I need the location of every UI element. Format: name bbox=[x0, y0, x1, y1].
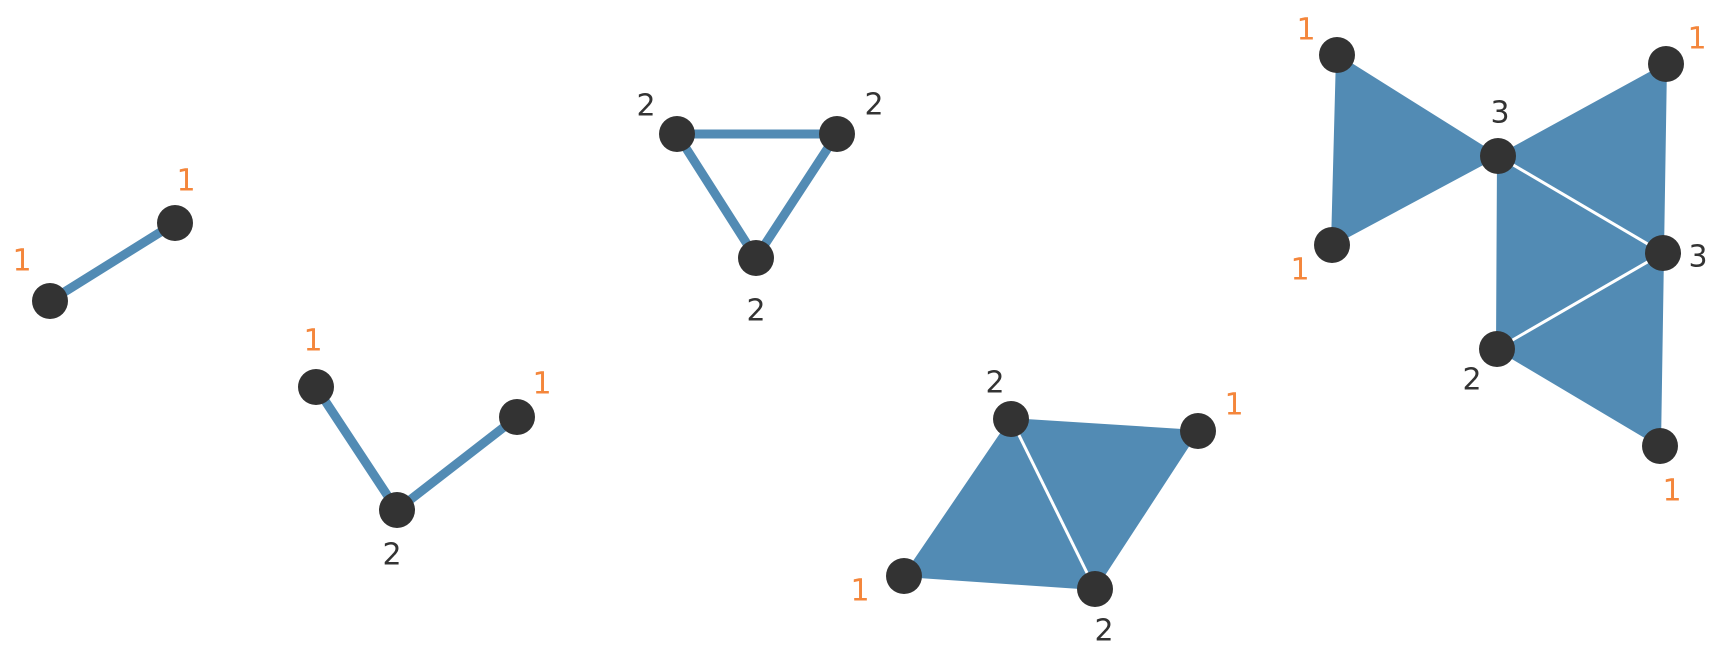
triangle-outline-node-a bbox=[659, 116, 695, 152]
two-triangles-node-a bbox=[993, 401, 1029, 437]
edges-layer bbox=[45, 129, 1664, 590]
two-triangles-node-d bbox=[1077, 571, 1113, 607]
four-triangles-node-a-degree-label: 1 bbox=[1296, 13, 1315, 48]
path-three-node-b bbox=[379, 492, 415, 528]
single-edge-node-b bbox=[157, 205, 193, 241]
four-triangles-node-d bbox=[1480, 138, 1516, 174]
path-three-node-b-degree-label: 2 bbox=[382, 538, 401, 573]
triangle-outline-node-a-degree-label: 2 bbox=[636, 89, 655, 124]
faces-layer bbox=[903, 54, 1667, 590]
path-three-edge-1 bbox=[392, 412, 522, 515]
single-edge-node-a bbox=[32, 283, 68, 319]
single-edge-node-b-degree-label: 1 bbox=[176, 164, 195, 199]
path-three-node-c-degree-label: 1 bbox=[532, 367, 551, 402]
nodes-layer bbox=[32, 37, 1684, 607]
single-edge-edge-0 bbox=[45, 218, 180, 306]
four-triangles-node-d-degree-label: 3 bbox=[1490, 96, 1509, 131]
triangle-outline-node-b bbox=[819, 116, 855, 152]
labels-layer: 1 1 1 2 1 2 2 2 2 1 1 2 1 1 1 3 3 2 1 bbox=[12, 13, 1707, 649]
two-triangles-node-d-degree-label: 2 bbox=[1094, 614, 1113, 649]
four-triangles-node-b bbox=[1314, 227, 1350, 263]
four-triangles-node-b-degree-label: 1 bbox=[1290, 253, 1309, 288]
triangle-outline-edge-2 bbox=[672, 129, 761, 263]
triangle-outline-node-c-degree-label: 2 bbox=[746, 294, 765, 329]
four-triangles-node-c bbox=[1648, 46, 1684, 82]
path-three-edge-0 bbox=[311, 382, 402, 515]
four-triangles-node-e bbox=[1645, 235, 1681, 271]
two-triangles-node-c-degree-label: 1 bbox=[850, 574, 869, 609]
two-triangles-node-a-degree-label: 2 bbox=[985, 366, 1004, 401]
four-triangles-shared-edge-1 bbox=[1496, 251, 1664, 351]
triangle-outline-node-b-degree-label: 2 bbox=[864, 88, 883, 123]
four-triangles-node-e-degree-label: 3 bbox=[1688, 240, 1707, 275]
four-triangles-node-f-degree-label: 2 bbox=[1462, 363, 1481, 398]
four-triangles-shared-edge-0 bbox=[1497, 154, 1664, 255]
four-triangles-node-f bbox=[1479, 331, 1515, 367]
four-triangles-node-g-degree-label: 1 bbox=[1662, 474, 1681, 509]
triangle-outline-edge-1 bbox=[751, 129, 842, 263]
four-triangles-face-0 bbox=[1331, 54, 1499, 246]
single-edge-node-a-degree-label: 1 bbox=[12, 244, 31, 279]
path-three-node-a bbox=[298, 369, 334, 405]
path-three-node-a-degree-label: 1 bbox=[303, 324, 322, 359]
path-three-node-c bbox=[499, 399, 535, 435]
two-triangles-node-b bbox=[1180, 413, 1216, 449]
two-triangles-node-b-degree-label: 1 bbox=[1224, 388, 1243, 423]
triangle-outline-node-c bbox=[738, 240, 774, 276]
four-triangles-node-c-degree-label: 1 bbox=[1687, 22, 1706, 57]
two-triangles-shared-edge-0 bbox=[1009, 418, 1097, 590]
four-triangles-node-g bbox=[1642, 428, 1678, 464]
four-triangles-node-a bbox=[1319, 37, 1355, 73]
two-triangles-node-c bbox=[886, 558, 922, 594]
